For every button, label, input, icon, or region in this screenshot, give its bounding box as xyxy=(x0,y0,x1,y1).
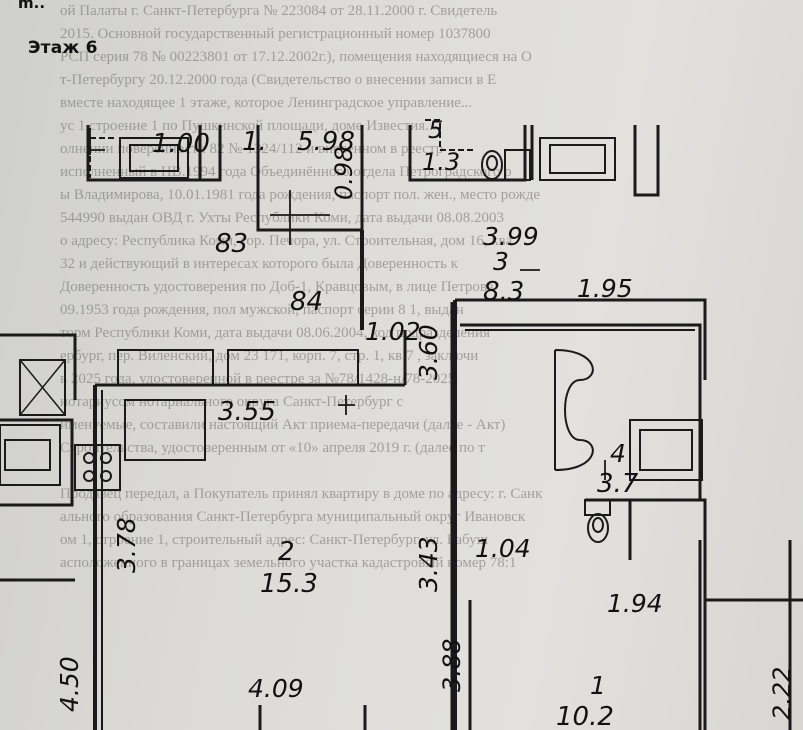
dim-2-22: 2.22 xyxy=(768,667,796,720)
dim-1: 1. xyxy=(242,127,267,157)
room-5-number: 5 xyxy=(428,116,443,144)
dim-1-04: 1.04 xyxy=(475,534,531,563)
background-text-line: торм Республики Коми, дата выдачи 08.06.… xyxy=(60,325,490,341)
dim-3-60: 3.60 xyxy=(414,324,443,380)
dim-1-02: 1.02 xyxy=(365,317,421,346)
room-3-area: 8.3 xyxy=(483,277,524,307)
background-text-line: Доверенность удостоверения по Доб-1, Кра… xyxy=(60,279,494,295)
background-text-line: ус 1 строение 1 по Пушкинской площади, д… xyxy=(60,118,437,134)
background-text-line: Продавец передал, а Покупатель принял кв… xyxy=(60,486,543,502)
background-text-line: 544990 выдан ОВД г. Ухты Республики Коми… xyxy=(60,210,505,226)
room-1-area: 10.2 xyxy=(556,702,614,730)
background-text-line: 32 и действующий в интересах которого бы… xyxy=(60,256,458,272)
room-4-number: 4 xyxy=(610,439,626,468)
room-2-number: 2 xyxy=(278,537,295,567)
room-2-area: 15.3 xyxy=(260,569,318,599)
background-text-line: в 2025 года, удостоверенной в реестре за… xyxy=(60,371,456,387)
dim-1-94: 1.94 xyxy=(607,589,663,618)
floor-label: Этаж 6 xyxy=(28,38,98,58)
dim-84: 84 xyxy=(290,287,323,317)
dim-5-98: 5.98 xyxy=(297,127,355,157)
cropped-header-fragment: m.. xyxy=(18,0,46,12)
room-3-number: 3 xyxy=(493,247,509,276)
room-4-area: 3.7 xyxy=(597,469,639,499)
background-text-line: ы Владимирова, 10.01.1981 года рождения,… xyxy=(60,187,541,203)
dim-3-88: 3.88 xyxy=(438,639,466,692)
background-text-line: 2015. Основной государственный регистрац… xyxy=(60,26,491,42)
background-text-line: асположенного в границах земельного учас… xyxy=(60,555,517,571)
background-document-text: ой Палаты г. Санкт-Петербурга № 223084 о… xyxy=(60,0,803,575)
background-text-line: ом 1, строение 1, строительный адрес: Са… xyxy=(60,532,489,548)
dim-3-99: 3.99 xyxy=(483,222,539,251)
background-text-line: исполненный в НВ.1994 года Объединённого… xyxy=(60,164,512,180)
background-text-line: ербург, пер. Виленский, дом 23 171, корп… xyxy=(60,348,479,364)
background-text-line: нотариусом нотариального округа Санкт-Пе… xyxy=(60,394,404,410)
dim-1-00: 1.00 xyxy=(152,129,210,159)
background-text-line: ального образования Санкт-Петербурга мун… xyxy=(60,509,526,525)
background-text-line: ой Палаты г. Санкт-Петербурга № 223084 о… xyxy=(60,3,498,19)
dim-3-78: 3.78 xyxy=(112,517,141,573)
dim-4-09: 4.09 xyxy=(248,674,304,703)
dim-3-43: 3.43 xyxy=(414,536,443,592)
dim-1-95: 1.95 xyxy=(577,274,633,303)
background-text-line: именуемые, составили настоящий Акт прием… xyxy=(60,417,506,433)
room-5-area: 1.3 xyxy=(422,148,460,176)
background-text-line: РСП серия 78 № 00223801 от 17.12.2002г.)… xyxy=(60,49,532,65)
room-1-number: 1 xyxy=(590,671,606,700)
background-text-line: вместе находящее 1 этаже, которое Ленинг… xyxy=(60,95,473,111)
background-text-line: т-Петербургу 20.12.2000 года (Свидетельс… xyxy=(60,72,497,88)
dim-4-50: 4.50 xyxy=(55,656,84,712)
dim-83: 83 xyxy=(215,229,248,259)
background-text-line: Строительства, удостоверенным от «10» ап… xyxy=(60,440,485,456)
dim-3-55: 3.55 xyxy=(218,397,276,427)
background-text-line: о адресу: Республика Коми, гор. Печора, … xyxy=(60,233,513,249)
dim-0-98: 0.98 xyxy=(330,147,358,200)
